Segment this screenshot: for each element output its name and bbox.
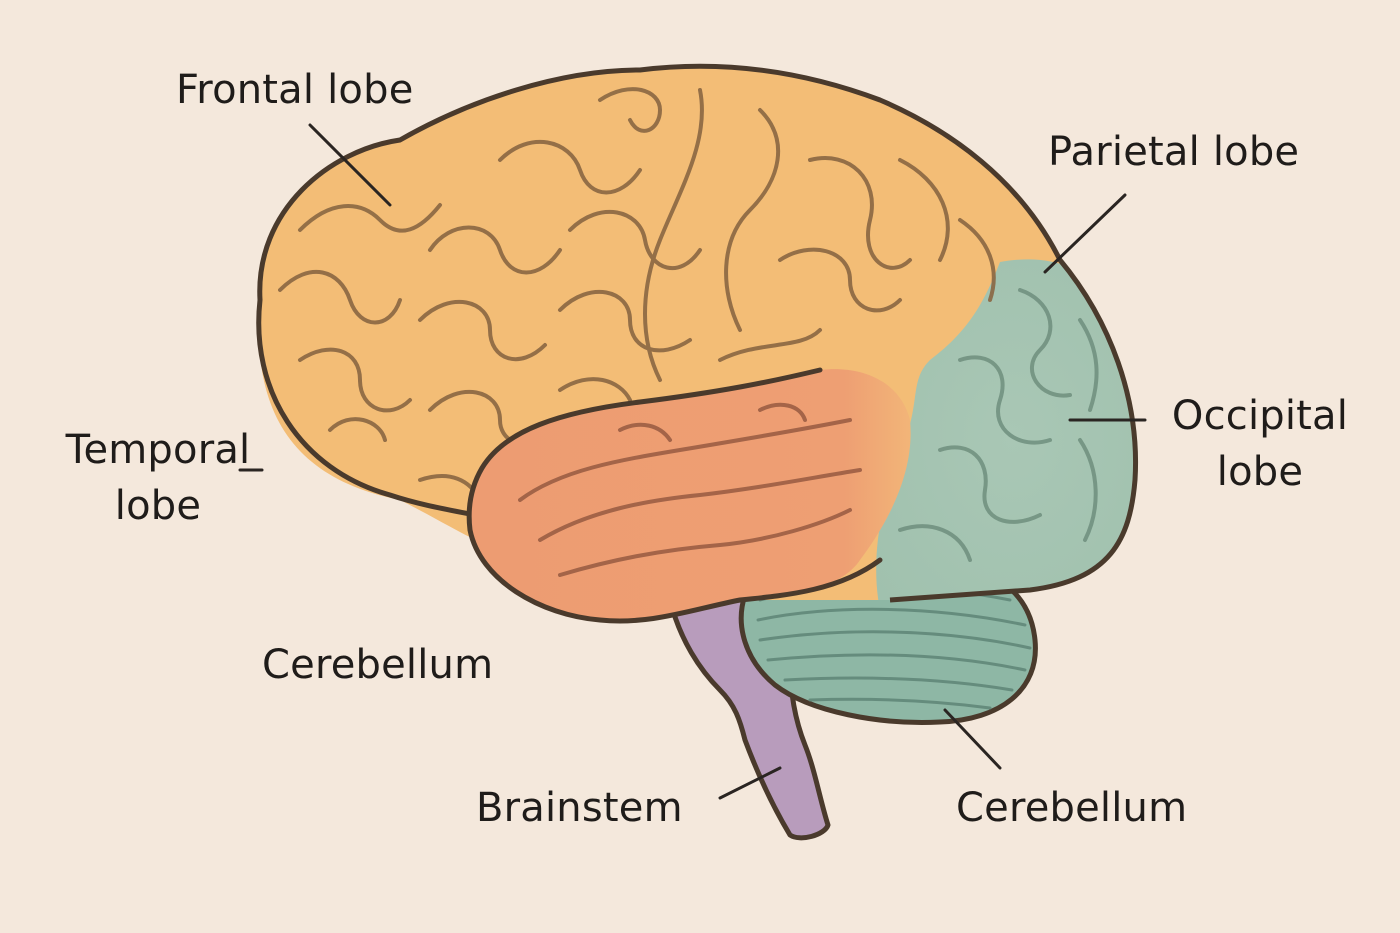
parietal-pointer [1043,193,1127,274]
parietal-lobe-label: Parietal lobe [1048,129,1300,175]
frontal-lobe-label: Frontal lobe [176,67,414,113]
occipital-label-line1: Occipital [1171,393,1349,439]
brainstem-pointer [718,766,782,800]
cerebrum-outline [257,63,1139,603]
occipital-label-line2: lobe [1216,449,1304,495]
occipital-gyri [898,288,1099,562]
label-pointer-lines [238,123,1147,800]
occipital-lobe-label: Occipital lobe [1152,388,1368,500]
temporal-lobe-label: Temporal lobe [48,422,268,534]
temporal-label-line1: Temporal [65,427,251,473]
frontal-parietal-gyri [278,87,996,502]
frontal-pointer [308,123,392,207]
cerebellum-pointer [943,708,1002,770]
temporal-gyri [518,402,862,577]
temporal-label-line2: lobe [114,483,202,529]
cerebellum-left-label: Cerebellum [262,642,494,688]
brainstem-label: Brainstem [476,785,683,831]
cerebellum-right-label: Cerebellum [956,785,1188,831]
